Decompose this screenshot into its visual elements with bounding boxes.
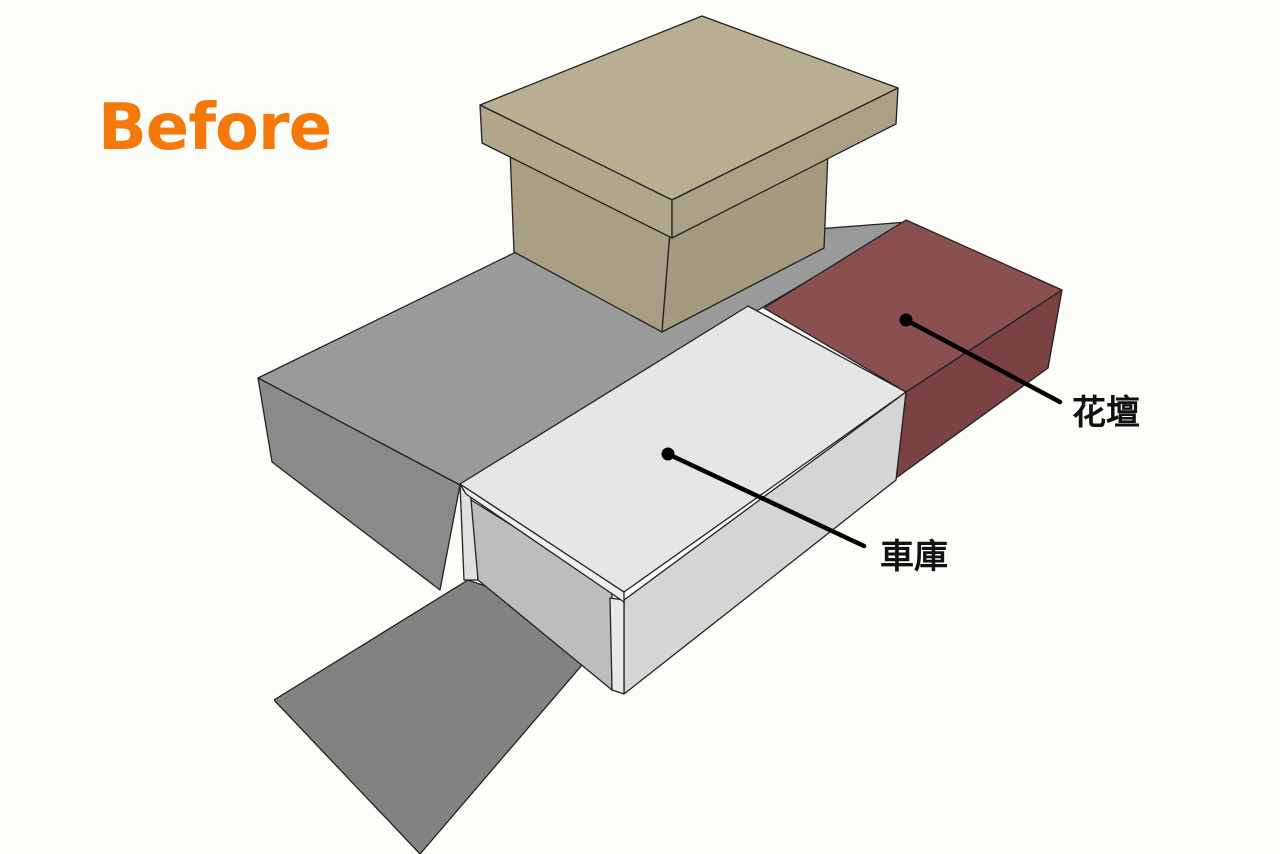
leader-line-garage xyxy=(665,451,867,549)
callout-flower-bed xyxy=(899,313,1063,405)
house-block xyxy=(479,15,899,333)
garage-block xyxy=(459,305,907,695)
leader-dot-flower-bed xyxy=(899,313,913,327)
callout-garage xyxy=(661,447,867,549)
garage-front-post xyxy=(609,597,625,695)
leader-dot-garage xyxy=(661,447,675,461)
house-roof-side xyxy=(671,87,899,239)
flower-bed-label: 花壇 xyxy=(1072,393,1140,433)
leader-line-flower-bed xyxy=(903,317,1063,405)
garage-roof-top xyxy=(459,305,907,593)
page-title: Before xyxy=(98,91,332,165)
garage-label: 車庫 xyxy=(880,537,948,577)
base-slab-front xyxy=(257,377,461,591)
